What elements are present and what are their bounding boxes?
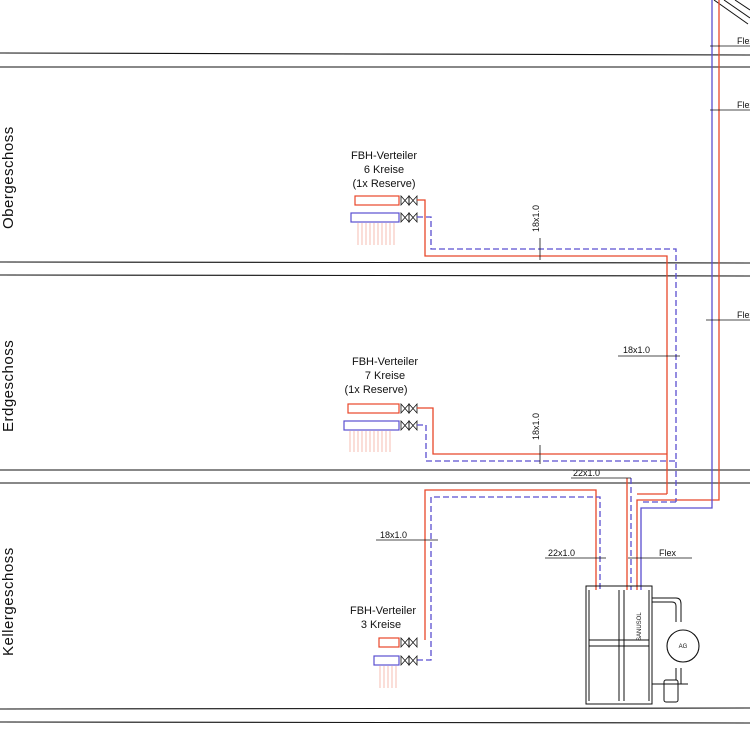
header-pipes (376, 477, 692, 661)
floor-label-ground: Erdgeschoss (0, 340, 17, 432)
flex-label-mid: Flex (737, 310, 750, 320)
expansion-vessel (666, 629, 700, 663)
kg-main-label: 18x1.0 (380, 530, 407, 540)
boiler-flex-label: Flex (659, 548, 677, 558)
og-distributor-title: FBH-Verteiler (351, 150, 417, 162)
eg-distributor-graphic (343, 402, 418, 452)
top-right-detail (713, 0, 750, 25)
og-riser-label: 18x1.0 (531, 205, 541, 232)
boiler-unit (585, 585, 688, 705)
og-distributor-graphic (350, 194, 418, 245)
kg-distributor-circuits: 3 Kreise (361, 619, 401, 631)
eg-distributor-note: (1x Reserve) (345, 384, 408, 396)
og-distributor-circuits: 6 Kreise (364, 164, 404, 176)
boiler-supply-label: 22x1.0 (548, 548, 575, 558)
floor-label-basement: Kellergeschoss (0, 547, 17, 656)
og-pipes (417, 199, 677, 502)
header-supply-label: 22x1.0 (573, 468, 600, 478)
eg-main-label: 18x1.0 (623, 345, 650, 355)
boiler-brand: SANUSOL (637, 612, 643, 641)
flex-label-top1: Flex (737, 36, 750, 46)
kg-distributor-graphic (373, 636, 418, 688)
flex-callouts (706, 45, 750, 321)
right-riser (636, 0, 720, 590)
eg-pipes (417, 355, 680, 464)
floor-slabs (0, 52, 750, 724)
kg-distributor-title: FBH-Verteiler (350, 605, 416, 617)
eg-distributor-circuits: 7 Kreise (365, 370, 405, 382)
flex-label-top2: Flex (737, 100, 750, 110)
floor-label-upper: Obergeschoss (0, 126, 17, 229)
vessel-label: AG (679, 644, 688, 650)
eg-distributor-title: FBH-Verteiler (352, 356, 418, 368)
eg-riser-label: 18x1.0 (531, 413, 541, 440)
og-distributor-note: (1x Reserve) (353, 178, 416, 190)
